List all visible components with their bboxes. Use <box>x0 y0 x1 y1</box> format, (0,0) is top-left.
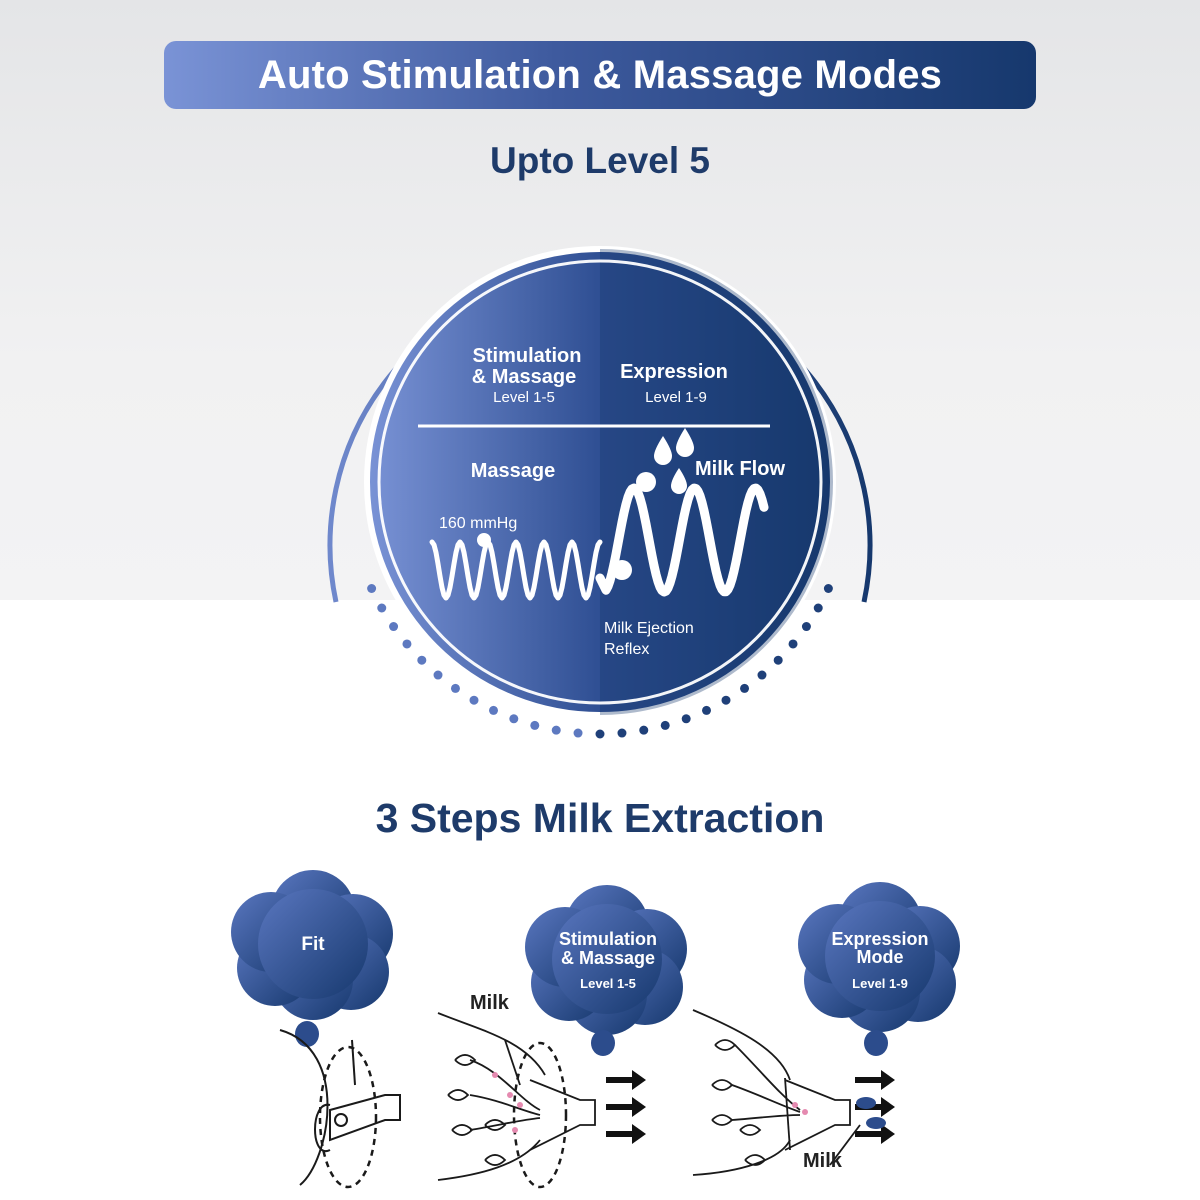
arc-dot <box>788 639 798 649</box>
arc-dot <box>801 622 811 632</box>
arc-dot <box>389 622 399 632</box>
arrow-icon <box>855 1124 895 1144</box>
expression-wave <box>595 483 769 597</box>
step-2-title-2: & Massage <box>561 948 655 968</box>
title-banner: Auto Stimulation & Massage Modes <box>164 41 1036 109</box>
massage-label: Massage <box>471 460 556 482</box>
arc-dot <box>757 670 767 680</box>
arc-dot <box>530 720 540 730</box>
arrow-group <box>606 1070 895 1144</box>
arc-dot <box>450 683 460 693</box>
drop-icon <box>654 436 672 465</box>
arc-dot <box>721 695 731 705</box>
milk-drop-icon <box>856 1097 876 1109</box>
reflex-dot <box>612 560 632 580</box>
arrow-icon <box>855 1070 895 1090</box>
step-2-level: Level 1-5 <box>580 976 636 991</box>
arrow-icon <box>606 1070 646 1090</box>
cloud-connector-dot <box>864 1030 888 1056</box>
step-1-title: Fit <box>301 934 325 955</box>
stimulation-diagram <box>437 1012 596 1189</box>
arc-dot <box>701 705 711 715</box>
step-cloud-expression <box>798 882 960 1032</box>
arc-dot <box>639 725 649 735</box>
milk-flow-label: Milk Flow <box>695 458 785 480</box>
right-title: Expression <box>620 361 728 383</box>
expression-peak-dot <box>636 472 656 492</box>
arc-dot <box>660 720 670 730</box>
arc-dot <box>509 714 519 724</box>
dotted-arc <box>367 583 833 739</box>
milk-particles <box>492 1072 523 1133</box>
milk-label-top: Milk <box>470 992 510 1014</box>
cloud-connector-dot <box>295 1021 319 1047</box>
arc-dot <box>813 603 823 613</box>
cloud-connector-dot <box>591 1030 615 1056</box>
arc-dot <box>617 728 627 738</box>
left-level: Level 1-5 <box>493 389 555 406</box>
arc-dot <box>433 670 443 680</box>
banner-title: Auto Stimulation & Massage Modes <box>257 52 943 97</box>
arc-dot <box>823 583 833 593</box>
left-title-1: Stimulation <box>473 345 582 367</box>
pressure-label: 160 mmHg <box>439 515 517 532</box>
arc-dot <box>595 729 605 739</box>
step-cloud-stimulation <box>525 885 687 1035</box>
arc-dot <box>469 695 479 705</box>
massage-peak-dot <box>477 533 491 547</box>
level-heading: Upto Level 5 <box>490 140 710 181</box>
arrow-icon <box>606 1124 646 1144</box>
arc-dot <box>417 655 427 665</box>
arc-dot <box>740 683 750 693</box>
arc-dot <box>402 639 412 649</box>
milk-particles <box>792 1102 808 1115</box>
steps-heading: 3 Steps Milk Extraction <box>375 795 825 841</box>
milk-drop-icon <box>866 1117 886 1129</box>
main-circle <box>364 246 836 718</box>
step-3-title-2: Mode <box>857 947 904 967</box>
left-title-2: & Massage <box>472 366 577 388</box>
step-3-title-1: Expression <box>831 929 928 949</box>
reflex-label-1: Milk Ejection <box>604 620 694 637</box>
right-level: Level 1-9 <box>645 389 707 406</box>
step-3-level: Level 1-9 <box>852 976 908 991</box>
milk-label-bottom: Milk <box>803 1150 843 1172</box>
arrow-icon <box>606 1097 646 1117</box>
arc-dot <box>377 603 387 613</box>
arc-dot <box>489 705 499 715</box>
fit-diagram <box>279 1029 401 1189</box>
arc-dot <box>573 728 583 738</box>
inner-ring <box>377 259 823 705</box>
drop-icon <box>671 468 687 494</box>
arc-dot <box>681 714 691 724</box>
arc-dot <box>367 583 377 593</box>
step-2-title-1: Stimulation <box>559 929 657 949</box>
massage-wave <box>429 539 603 601</box>
step-cloud-fit <box>231 870 393 1020</box>
drop-icon <box>676 428 694 457</box>
reflex-label-2: Reflex <box>604 641 649 658</box>
arc-dot <box>551 725 561 735</box>
arc-dot <box>773 655 783 665</box>
